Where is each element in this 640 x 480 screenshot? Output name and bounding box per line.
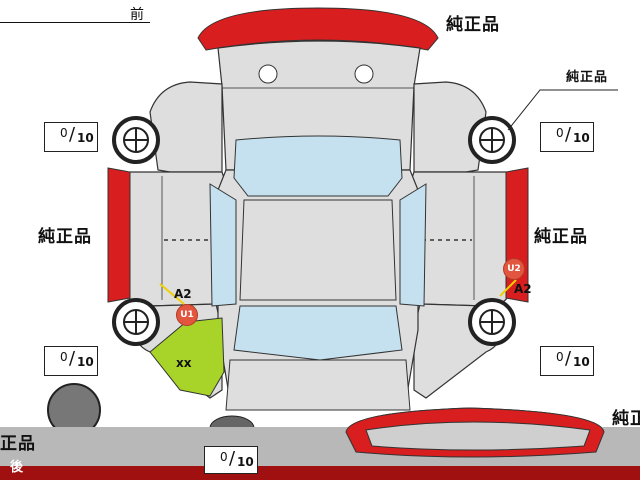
wheel-rear-right-icon	[468, 298, 516, 346]
damage-badge-u1[interactable]: U1	[176, 304, 198, 326]
leader-line-upper-right	[507, 89, 618, 131]
headlight-right-icon	[354, 64, 374, 84]
tire-gauge-spare[interactable]: 0/10	[204, 446, 258, 474]
left-side-red-part[interactable]	[107, 167, 131, 303]
leader-line-u1	[159, 283, 185, 305]
left-front-fender[interactable]	[149, 81, 223, 173]
tire-gauge-front-right[interactable]: 0/10	[540, 122, 594, 152]
wheel-front-left-icon	[112, 116, 160, 164]
damage-badge-u2[interactable]: U2	[503, 258, 525, 280]
trunk-lid[interactable]	[225, 359, 411, 411]
left-side-windows[interactable]	[209, 183, 237, 307]
label-right-genuine-part: 純正品	[534, 227, 588, 247]
right-side-windows[interactable]	[399, 183, 427, 307]
label-left-genuine-part: 純正品	[38, 227, 92, 247]
leader-line-u2	[499, 279, 517, 297]
label-upper-right-genuine-part: 純正品	[566, 70, 609, 85]
tire-gauge-front-left[interactable]: 0/10	[44, 122, 98, 152]
wheel-rear-left-icon	[112, 298, 160, 346]
tire-gauge-rear-left[interactable]: 0/10	[44, 346, 98, 376]
rear-section-red-band	[0, 466, 640, 480]
damage-code-right: A2	[514, 282, 532, 296]
label-bottom-left-genuine-part: 正品	[0, 434, 36, 454]
wheel-front-right-icon	[468, 116, 516, 164]
label-bottom-right-genuine-part: 純正	[612, 409, 640, 429]
damage-area-marker: xx	[176, 356, 192, 370]
front-label: 前	[130, 7, 144, 23]
headlight-left-icon	[258, 64, 278, 84]
tire-gauge-rear-right[interactable]: 0/10	[540, 346, 594, 376]
windshield-glass[interactable]	[233, 135, 403, 197]
front-bumper-part[interactable]	[197, 7, 439, 51]
front-underline	[0, 22, 150, 23]
label-top-genuine-part: 純正品	[446, 15, 500, 35]
damage-code-left: A2	[174, 287, 192, 301]
rear-label: 後	[10, 460, 25, 475]
rear-bumper-overlay	[345, 407, 605, 458]
rear-window-glass[interactable]	[233, 305, 403, 361]
roof-panel[interactable]	[239, 199, 397, 301]
